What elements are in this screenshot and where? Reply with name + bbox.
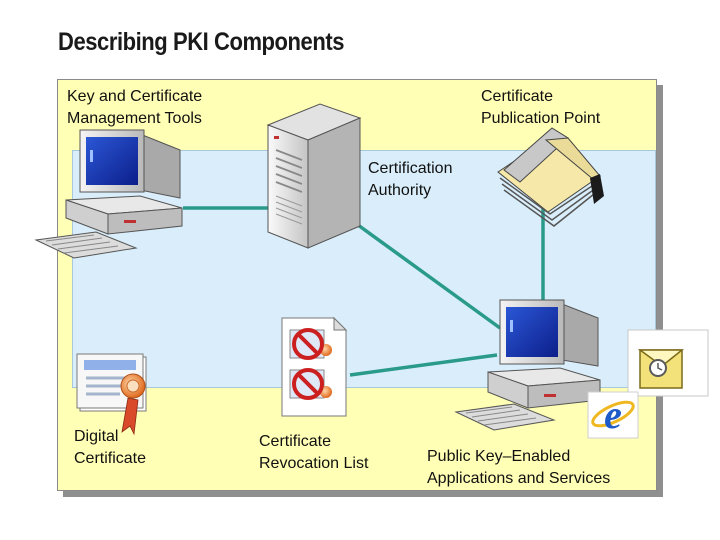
connector-crl-to-apps [349,353,498,377]
page-title: Describing PKI Components [58,28,345,56]
label-certificate-publication-point: Certificate Publication Point [481,88,601,127]
internet-explorer-icon: e [587,391,639,439]
open-book-icon [497,127,604,227]
label-certification-authority: Certification Authority [368,160,453,199]
svg-text:e: e [604,392,622,437]
connector-lines [183,205,545,377]
outlook-icon [627,329,709,397]
label-digital-certificate: Digital Certificate [74,428,147,467]
label-public-key-enabled-applications: Public Key–Enabled Applications and Serv… [427,448,611,487]
label-key-certificate-management-tools: Key and Certificate Management Tools [67,88,203,127]
revoked-certificates-icon [281,316,348,417]
server-tower-icon [266,103,362,249]
connector-ca-to-apps [356,223,502,330]
desktop-computer-icon [34,129,183,259]
certificate-document-icon [76,353,147,436]
label-certificate-revocation-list: Certificate Revocation List [259,433,369,472]
desktop-computer-icon [454,299,601,431]
